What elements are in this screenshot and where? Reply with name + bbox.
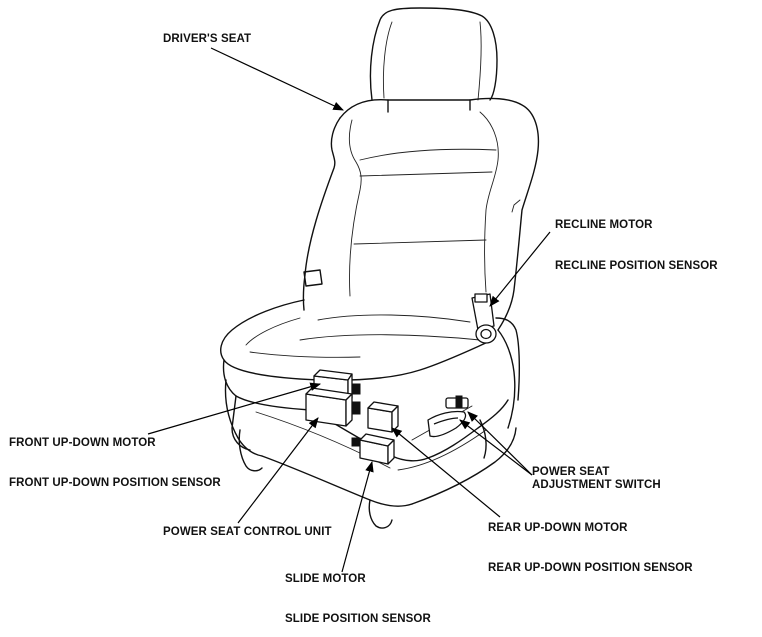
label-rear-up-down-motor: REAR UP-DOWN MOTOR <box>488 522 628 534</box>
label-front-up-down-motor: FRONT UP-DOWN MOTOR <box>9 437 156 449</box>
rear-up-down-motor-graphic <box>367 401 399 433</box>
label-rear-up-down-position-sensor: REAR UP-DOWN POSITION SENSOR <box>488 562 693 574</box>
seat-back <box>302 97 540 331</box>
power-seat-adjustment-switch-graphic <box>427 395 469 438</box>
label-power-seat-adjustment-switch-line2: ADJUSTMENT SWITCH <box>532 479 661 491</box>
recline-motor-graphic <box>471 293 497 344</box>
label-power-seat-adjustment-switch-line1: POWER SEAT <box>532 466 610 478</box>
label-recline-position-sensor: RECLINE POSITION SENSOR <box>555 260 718 272</box>
label-recline-motor: RECLINE MOTOR <box>555 219 653 231</box>
power-seat-control-unit-graphic <box>305 387 361 427</box>
label-slide-motor: SLIDE MOTOR <box>285 573 366 585</box>
seat-cushion <box>220 299 489 397</box>
label-front-up-down-position-sensor: FRONT UP-DOWN POSITION SENSOR <box>9 477 221 489</box>
label-power-seat-control-unit: POWER SEAT CONTROL UNIT <box>163 526 332 538</box>
label-drivers-seat: DRIVER'S SEAT <box>163 33 252 45</box>
headrest <box>369 7 498 113</box>
slide-motor-graphic <box>351 433 395 465</box>
label-slide-position-sensor: SLIDE POSITION SENSOR <box>285 613 431 625</box>
pointer-lines <box>147 47 551 573</box>
